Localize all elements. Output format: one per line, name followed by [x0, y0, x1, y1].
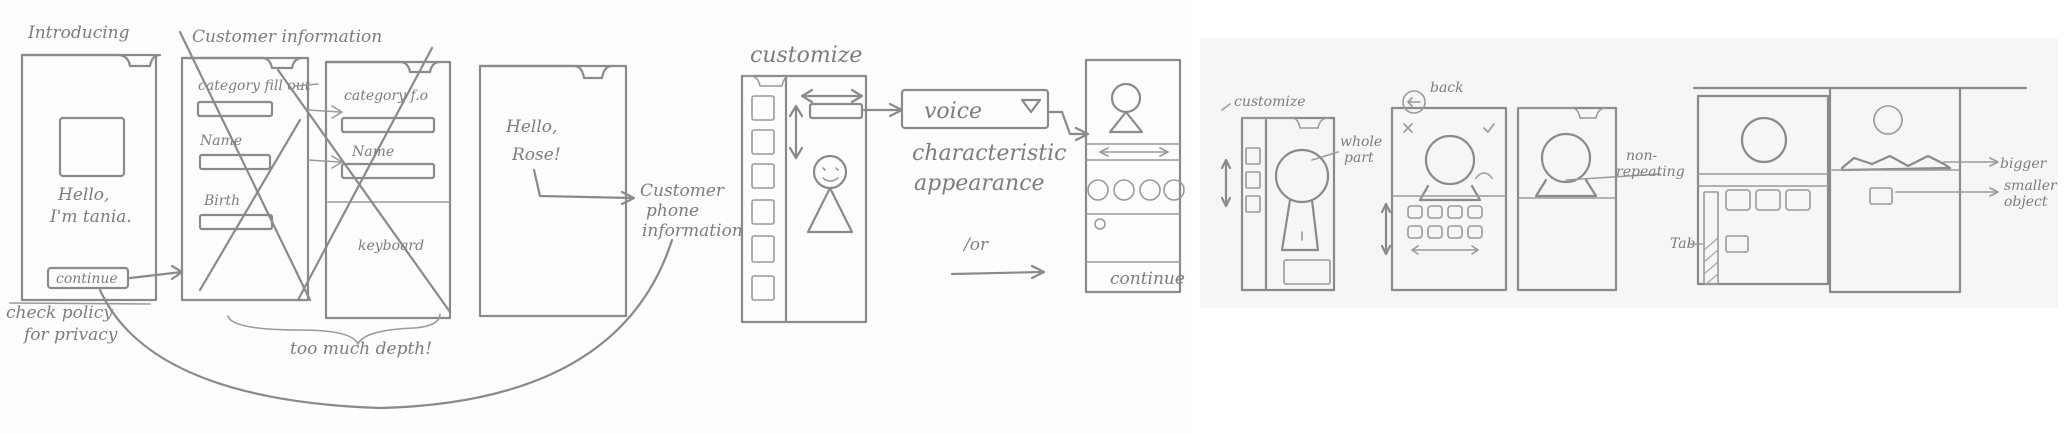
label-appearance: appearance [914, 171, 1045, 196]
label-customer-information: Customer information [192, 27, 382, 47]
name-field[interactable] [198, 153, 272, 171]
label-information: information [642, 221, 743, 241]
continue-button-label: continue [56, 271, 118, 287]
label-rose: Rose! [511, 145, 561, 165]
name-field-2[interactable] [340, 162, 436, 180]
continue-button[interactable] [46, 266, 130, 290]
label-characteristic: characteristic [912, 141, 1066, 166]
screen-bigger-smaller: bigger smaller object [1828, 86, 2058, 294]
label-or: /or [962, 235, 989, 255]
label-hello-2: Hello, [505, 117, 557, 137]
avatar-placeholder [58, 116, 126, 178]
label-keyboard: keyboard [358, 238, 424, 254]
label-too-much-depth: too much depth! [290, 339, 432, 359]
label-hello: Hello, [57, 185, 109, 205]
label-whole: whole [1340, 134, 1382, 150]
label-customer: Customer [640, 181, 725, 201]
label-category-fillout: category fill out [198, 78, 311, 94]
sketch-paper-right [1200, 38, 2058, 308]
label-continue-2: continue [1110, 269, 1185, 289]
label-name-2: Name [351, 144, 394, 160]
label-smaller: smaller [2004, 178, 2058, 194]
screen-hello-rose: Hello, Rose! Customer phone information [478, 64, 743, 318]
label-tab: Tab [1670, 236, 1696, 252]
label-voice: voice [924, 99, 982, 124]
label-bigger: bigger [2000, 156, 2048, 172]
sketch-paper-left [0, 0, 1190, 434]
screen-introducing: Introducing Hello, I'm tania. continue c… [6, 23, 674, 410]
label-customize: customize [750, 43, 862, 68]
screen-non-repeating: non- repeating [1516, 106, 1685, 292]
voice-select[interactable] [900, 88, 1050, 130]
screen-continue: continue [1084, 58, 1185, 294]
label-category-fo: category f.o [344, 88, 428, 104]
voice-option-group: voice characteristic appearance /or [900, 88, 1090, 280]
customize-option-box[interactable] [808, 102, 864, 120]
label-part: part [1344, 150, 1374, 166]
label-introducing: Introducing [27, 23, 130, 43]
label-object: object [2004, 194, 2048, 210]
label-repeating: repeating [1616, 164, 1685, 180]
avatar-head [812, 154, 848, 190]
screen-customize-whole-part: customize whole part [1220, 94, 1382, 292]
screen-keyboard: category f.o Name keyboard too much dept… [227, 46, 452, 359]
screen-tab: Tab [1670, 86, 2028, 286]
label-check-policy: check policy [6, 303, 113, 323]
label-non: non- [1626, 148, 1657, 164]
screen-customer-information: Customer information category fill out N… [178, 27, 382, 302]
category-field[interactable] [196, 100, 274, 118]
label-back: back [1430, 80, 1464, 96]
label-im-tania: I'm tania. [49, 207, 132, 227]
label-phone: phone [646, 201, 699, 221]
label-customize-2: customize [1234, 94, 1306, 110]
screen-back: back [1380, 80, 1508, 292]
label-birth: Birth [203, 193, 240, 209]
back-icon[interactable] [1402, 90, 1426, 114]
dropdown-triangle-icon [1020, 98, 1042, 114]
screen-customize: customize [740, 43, 904, 324]
label-for-privacy: for privacy [22, 325, 118, 345]
